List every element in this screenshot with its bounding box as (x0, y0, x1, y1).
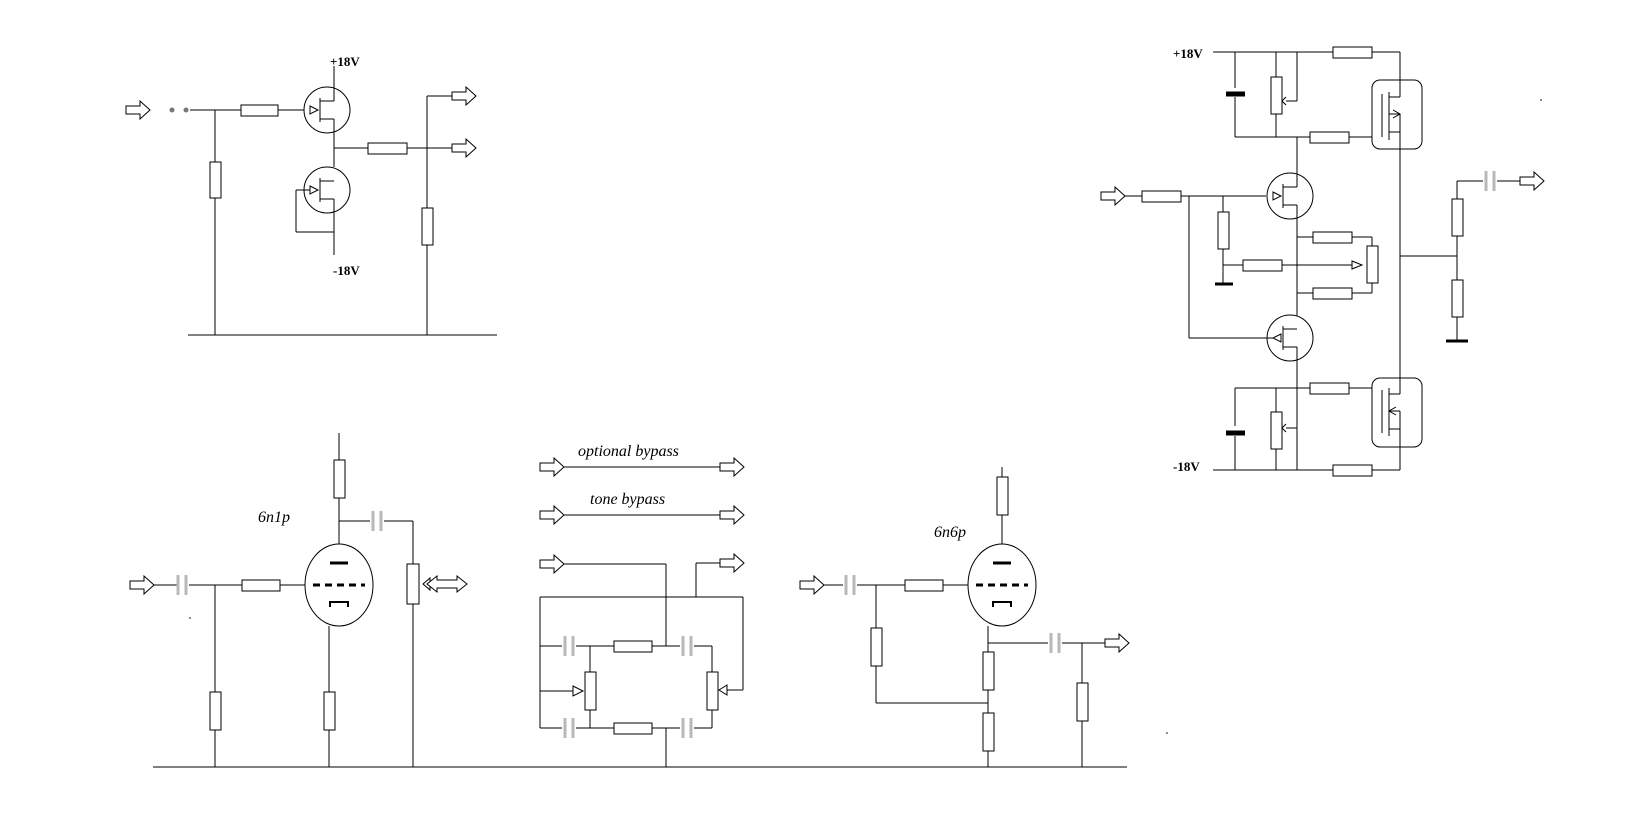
gate-resistor (240, 104, 279, 117)
output-resistor (1451, 198, 1464, 237)
tone-resistor (613, 640, 653, 653)
load-resistor (421, 207, 434, 246)
tone-resistor (613, 722, 653, 735)
triode-6n1p (303, 542, 375, 628)
bypass-in-arrow (539, 457, 565, 477)
tone-stack: optional bypass tone bypass (539, 443, 745, 767)
jfet-upper (303, 86, 351, 134)
gate-resistor (1309, 382, 1350, 395)
input-jack-dot (183, 107, 189, 113)
plate-resistor (333, 459, 346, 499)
input-jack-dot (169, 107, 175, 113)
bypass-out-arrow (719, 457, 745, 477)
bias-resistor (1217, 211, 1230, 250)
gate-resistor (1309, 131, 1350, 144)
bidirectional-arrow (426, 574, 468, 594)
treble-potentiometer (706, 671, 719, 711)
positive-rail-label: +18V (1173, 46, 1203, 61)
output-arrow (1104, 633, 1130, 653)
bias-resistor (1312, 287, 1353, 300)
grid-resistor (870, 627, 883, 667)
mosfet-lower (1371, 377, 1423, 448)
grid-stopper-resistor (241, 579, 281, 592)
input-arrow (799, 575, 825, 595)
rail-resistor (1332, 46, 1373, 59)
input-arrow (129, 575, 155, 595)
output-arrow (1519, 171, 1545, 191)
volume-potentiometer (406, 563, 420, 605)
optional-bypass-label: optional bypass (578, 443, 679, 460)
grid-leak-resistor (209, 691, 222, 731)
tone-bypass-in-arrow (539, 505, 565, 525)
negative-rail-label: -18V (333, 263, 360, 278)
input-resistor (209, 161, 222, 199)
grid-stopper-resistor (904, 579, 944, 592)
bias-resistor (1312, 231, 1353, 244)
tone-bypass-label: tone bypass (590, 491, 665, 508)
cathode-resistor (323, 691, 336, 731)
tube-label: 6n1p (258, 509, 290, 526)
output-resistor (1076, 682, 1089, 722)
output-resistor (1451, 279, 1464, 318)
positive-rail-label: +18V (330, 54, 360, 69)
output-resistor (367, 142, 408, 155)
jfet-upper (1266, 172, 1314, 220)
trim-potentiometer (1270, 411, 1283, 450)
trim-potentiometer (1270, 76, 1283, 115)
output-arrow (451, 86, 477, 106)
bias-resistor (1242, 259, 1283, 272)
cathode-resistor (982, 712, 995, 752)
jfet-buffer-circuit: +18V -18V (125, 54, 497, 336)
rail-resistor (1332, 464, 1373, 477)
mosfet-output-stage: +18V -18V (1100, 46, 1545, 477)
plate-resistor (996, 476, 1009, 516)
tone-out-arrow (719, 553, 745, 573)
tube-label: 6n6p (934, 524, 966, 541)
input-arrow (125, 100, 151, 120)
tone-bypass-out-arrow (719, 505, 745, 525)
tube-stage-6n1p: 6n1p (129, 433, 468, 767)
triode-6n6p (966, 542, 1038, 628)
input-arrow (1100, 186, 1126, 206)
tone-in-arrow (539, 554, 565, 574)
negative-rail-label: -18V (1173, 459, 1200, 474)
output-arrow (451, 138, 477, 158)
tube-stage-6n6p: 6n6p (799, 467, 1168, 767)
cathode-resistor (982, 651, 995, 691)
input-resistor (1141, 190, 1182, 203)
bias-potentiometer (1366, 245, 1379, 284)
bass-potentiometer (584, 671, 597, 711)
